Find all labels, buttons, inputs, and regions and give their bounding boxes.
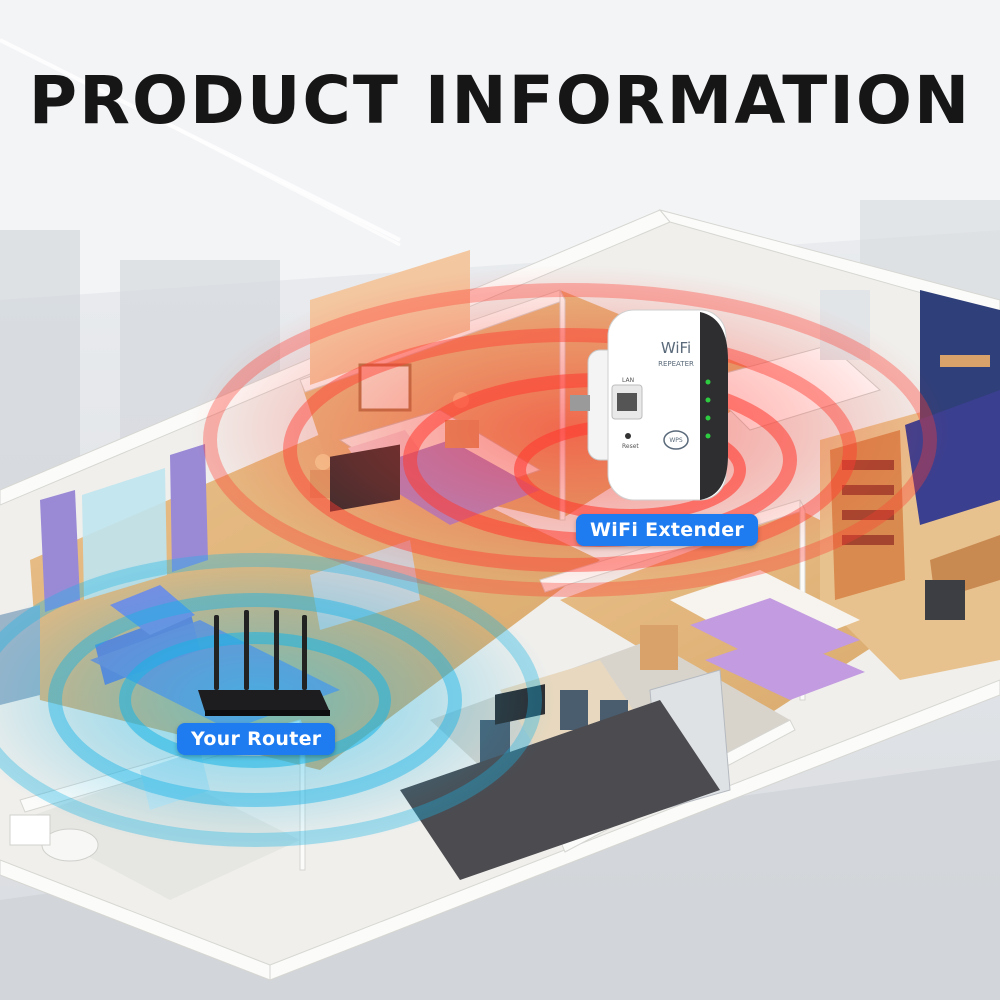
device-port-label: LAN xyxy=(622,377,634,384)
page-title: PRODUCT INFORMATION xyxy=(28,62,972,139)
device-wps-label: WPS xyxy=(669,437,683,444)
wifi-extender-label: WiFi Extender xyxy=(576,514,759,546)
device-reset-label: Reset xyxy=(622,443,639,450)
wifi-extender-device xyxy=(570,309,728,501)
device-brand-text: WiFi xyxy=(661,339,691,357)
extender-signal-rings xyxy=(190,265,950,597)
router-device xyxy=(198,610,330,716)
device-model-text: REPEATER xyxy=(658,360,694,368)
router-label: Your Router xyxy=(177,723,336,755)
